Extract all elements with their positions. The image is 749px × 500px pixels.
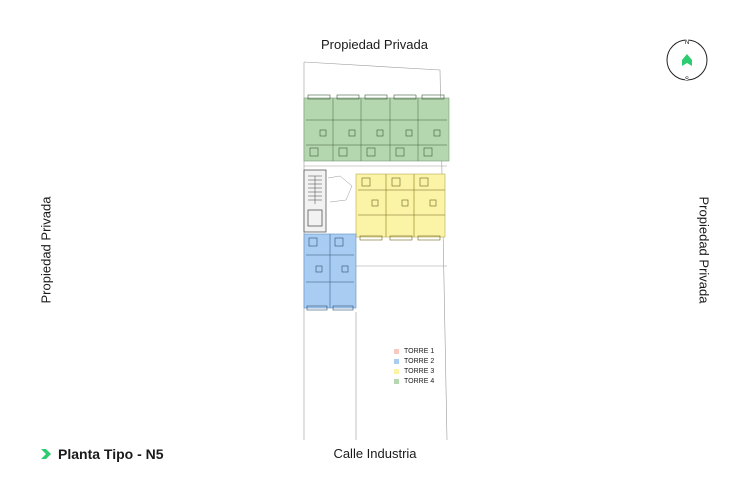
plan-title-text: Planta Tipo - N5 <box>58 446 164 462</box>
legend-item-torre-2: TORRE 2 <box>394 356 434 366</box>
chevron-right-icon <box>41 449 51 459</box>
compass-north-letter: N <box>685 40 689 46</box>
torre-2-block <box>303 233 357 311</box>
legend: TORRE 1 TORRE 2 TORRE 3 TORRE 4 <box>394 346 434 386</box>
label-street: Calle Industria <box>333 446 417 461</box>
legend-swatch <box>394 348 399 354</box>
compass-icon: N S <box>666 38 708 82</box>
torre-4-block <box>303 94 450 162</box>
legend-item-torre-1: TORRE 1 <box>394 346 434 356</box>
plan-title: Planta Tipo - N5 <box>40 446 164 462</box>
legend-swatch <box>394 358 399 364</box>
legend-label: TORRE 2 <box>404 357 435 365</box>
compass-south-letter: S <box>685 77 689 82</box>
legend-item-torre-3: TORRE 3 <box>394 366 434 376</box>
legend-label: TORRE 4 <box>404 377 435 385</box>
core-stair <box>303 165 447 233</box>
north-arrow-icon <box>682 54 692 66</box>
legend-label: TORRE 1 <box>404 347 435 355</box>
torre-3-block <box>355 173 446 241</box>
label-north-property: Propiedad Privada <box>321 37 428 52</box>
legend-label: TORRE 3 <box>404 367 435 375</box>
legend-item-torre-4: TORRE 4 <box>394 376 434 386</box>
legend-swatch <box>394 368 399 374</box>
legend-swatch <box>394 378 399 384</box>
